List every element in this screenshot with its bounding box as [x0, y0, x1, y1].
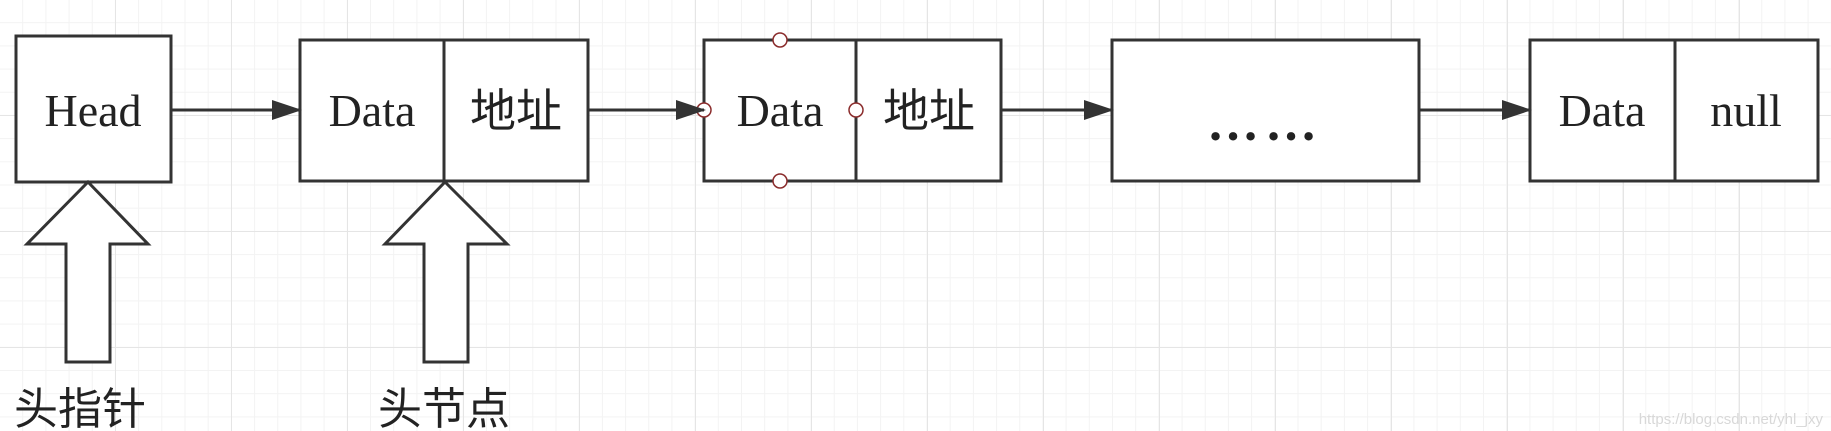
last-node-data-label: Data: [1559, 85, 1646, 136]
ellipsis-box: [1110, 38, 1421, 183]
head-node[interactable]: Head: [14, 34, 173, 184]
node-1-data-label: Data: [329, 85, 416, 136]
last-node-null-label: null: [1710, 85, 1782, 136]
head-pointer-label: 头指针: [14, 384, 146, 431]
list-node-2[interactable]: Data 地址: [696, 32, 1003, 189]
connection-handle-middle[interactable]: [848, 102, 864, 118]
node-2-data-label: Data: [737, 85, 824, 136]
ellipsis-label: ……: [1207, 95, 1323, 152]
head-label: Head: [44, 85, 141, 136]
node-1-address-label: 地址: [470, 84, 562, 138]
list-node-last[interactable]: Data null: [1528, 38, 1820, 183]
head-pointer-arrow[interactable]: [23, 179, 152, 364]
watermark: https://blog.csdn.net/yhl_jxy: [1639, 411, 1824, 428]
connection-handle-bottom[interactable]: [772, 173, 788, 189]
head-node-label: 头节点: [378, 384, 510, 431]
connection-handle-top[interactable]: [772, 32, 788, 48]
list-node-1[interactable]: Data 地址: [298, 38, 590, 183]
list-node-ellipsis[interactable]: ……: [1110, 38, 1421, 183]
head-node-arrow[interactable]: [381, 179, 511, 364]
node-2-address-label: 地址: [883, 84, 975, 138]
head-box: [14, 34, 173, 184]
